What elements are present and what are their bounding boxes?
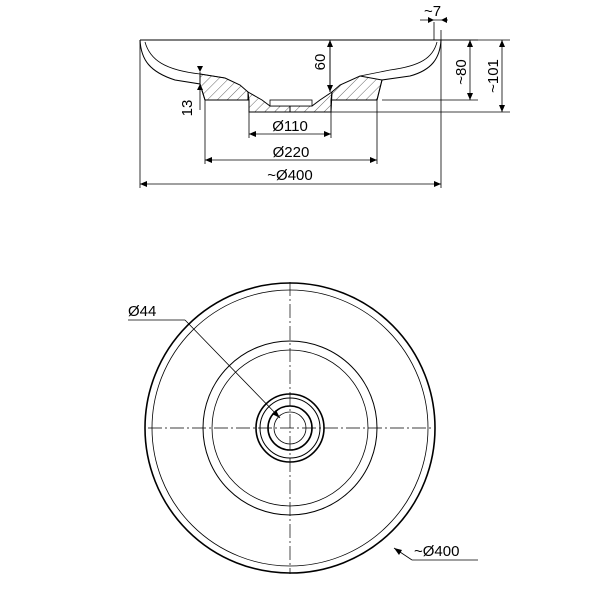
drain-opening	[269, 99, 313, 107]
arrow	[434, 181, 441, 187]
arrow	[324, 131, 331, 137]
arrow	[249, 131, 256, 137]
dim-label-drain-hole: Ø44	[128, 303, 156, 320]
dim-label-base-thickness: 13	[179, 100, 196, 117]
rim-inner-circle	[151, 289, 429, 567]
arrow	[499, 105, 505, 112]
foot-outer-circle	[202, 340, 378, 516]
section-hatch-left	[199, 73, 249, 101]
dim-label-wall: ~7	[424, 3, 441, 20]
arrow	[467, 40, 473, 47]
dim-label-basin-depth: 60	[312, 54, 329, 71]
drain-ring-circle	[259, 397, 321, 459]
drain-hole-leader	[184, 319, 281, 419]
arrow	[205, 157, 212, 163]
arrow	[467, 93, 473, 100]
arrow	[441, 17, 447, 23]
inner-bowl-left	[144, 41, 226, 79]
inner-bowl-right	[359, 41, 438, 77]
arrow	[197, 66, 203, 72]
arrow	[140, 181, 147, 187]
section-hatch-right	[330, 75, 383, 101]
arrow	[327, 40, 333, 47]
dim-label-outer-dia: ~Ø400	[267, 167, 312, 184]
section-view: ~7 ~80 ~101 60 13 Ø110 Ø220 ~Ø400	[139, 3, 510, 188]
arrow	[327, 85, 333, 92]
outer-profile-right	[330, 39, 442, 112]
arrow	[370, 157, 377, 163]
arrow	[499, 40, 505, 47]
drain-inner-circle	[267, 405, 313, 451]
dim-label-plan-outer-dia: ~Ø400	[414, 543, 459, 560]
dim-label-rim-height: ~80	[453, 59, 470, 84]
drain-outer-circle	[255, 393, 325, 463]
arrow	[197, 84, 203, 90]
drain-hole-circle	[273, 411, 307, 445]
dim-label-overall-height: ~101	[485, 59, 502, 93]
foot-inner-circle	[211, 349, 369, 507]
outer-rim-circle	[144, 282, 436, 574]
arrow	[394, 548, 402, 555]
arrow	[428, 17, 434, 23]
plan-view: Ø44 ~Ø400	[128, 282, 478, 574]
dim-label-drain-dia: Ø110	[272, 118, 308, 135]
arrow	[272, 410, 280, 418]
dim-label-foot-dia: Ø220	[273, 144, 310, 161]
